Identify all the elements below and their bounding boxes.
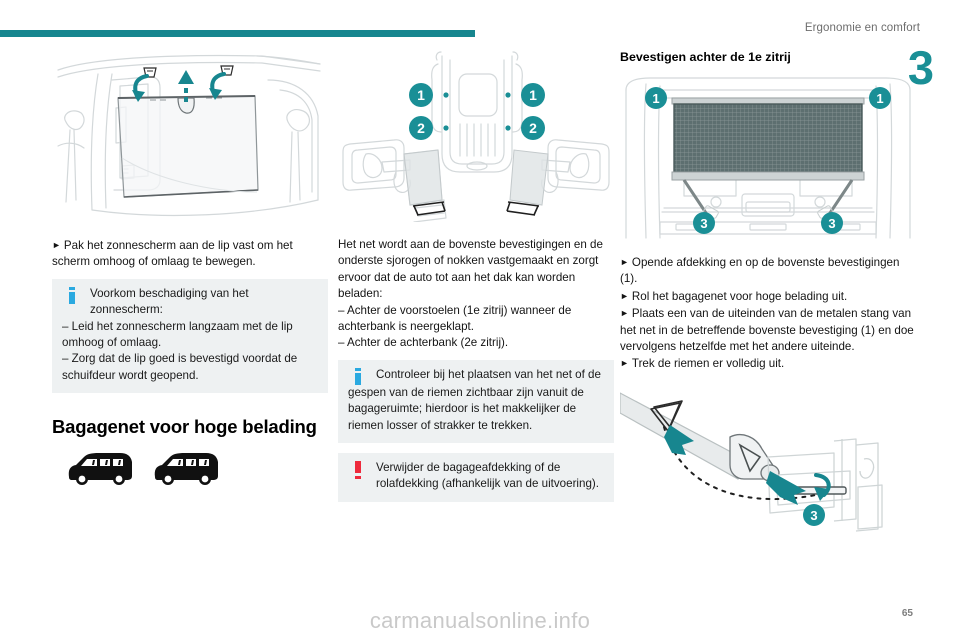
sunblind-window-diagram (52, 50, 328, 227)
callout-badge: 1 1 2 2 (409, 83, 545, 140)
callout-badge: 1 1 3 3 (645, 87, 891, 234)
svg-text:1: 1 (652, 91, 659, 106)
page-number: 65 (901, 608, 913, 619)
page-header-title: Ergonomie en comfort (804, 22, 920, 34)
site-watermark: carmanualsonline.info (369, 608, 591, 633)
bullet-arrow-icon: ► (620, 308, 629, 319)
bullet-arrow-icon: ► (620, 290, 629, 301)
net-usage-item-2: – Achter de achterbank (2e zitrij). (338, 336, 509, 350)
svg-text:3: 3 (700, 216, 707, 231)
info-callout-title: Controleer bij het plaatsen van het net … (376, 367, 601, 381)
section-title-bagagenet: Bagagenet voor hoge belading (52, 416, 317, 438)
column-right: Bevestigen achter de 1e zitrij (619, 50, 916, 544)
svg-text:1: 1 (529, 87, 537, 103)
svg-text:1: 1 (876, 91, 883, 106)
net-attachment-points-diagram: 1 1 2 2 (338, 50, 614, 227)
right-instruction-2: ►Rol het bagagenet voor hoge belading ui… (620, 289, 848, 303)
svg-text:3: 3 (810, 508, 817, 523)
info-callout-sunblind: Voorkom beschadiging van het zonnescherm… (52, 278, 328, 394)
svg-text:2: 2 (529, 120, 537, 136)
info-callout-straps: Controleer bij het plaatsen van het net … (338, 359, 614, 444)
right-instruction-4: ►Trek de riemen er volledig uit. (620, 357, 785, 371)
header-rule (0, 30, 475, 37)
info-callout-title: Voorkom beschadiging van het zonnescherm… (90, 286, 249, 317)
van-silhouette-icon (68, 453, 132, 486)
warning-icon (352, 460, 370, 480)
info-icon (66, 286, 84, 304)
vehicle-variant-icons (66, 452, 328, 486)
right-instruction-3: ►Plaats een van de uiteinden van de meta… (620, 307, 914, 354)
svg-text:3: 3 (828, 216, 835, 231)
column-middle: 1 1 2 2 Het net wordt aan de bovenste be… (338, 50, 614, 502)
bullet-arrow-icon: ► (620, 358, 629, 369)
subsection-title-bevestigen: Bevestigen achter de 1e zitrij (620, 50, 791, 64)
net-description-paragraph: Het net wordt aan de bovenste bevestigin… (338, 238, 603, 301)
warning-callout-body: Verwijder de bagageafdekking of de rolaf… (376, 461, 599, 491)
cargo-net-behind-first-row-diagram: 1 1 3 3 (620, 76, 916, 246)
sunblind-instruction: ►Pak het zonnescherm aan de lip vast om … (52, 239, 293, 269)
svg-text:2: 2 (417, 120, 425, 136)
column-left: ►Pak het zonnescherm aan de lip vast om … (52, 50, 328, 486)
strap-buckle-anchor-detail: 3 (619, 379, 916, 544)
svg-text:1: 1 (417, 87, 425, 103)
right-instruction-1: ►Opende afdekking en op de bovenste beve… (620, 256, 900, 286)
warning-callout-remove-cover: Verwijder de bagageafdekking of de rolaf… (338, 453, 614, 502)
info-callout-body: gespen van de riemen zichtbaar zijn vanu… (348, 385, 584, 432)
bullet-arrow-icon: ► (52, 240, 61, 250)
chapter-number: 3 (907, 41, 934, 94)
info-callout-line-1: – Leid het zonnescherm langzaam met de l… (62, 319, 293, 350)
net-usage-item-1: – Achter de voorstoelen (1e zitrij) wann… (338, 303, 572, 334)
van-silhouette-icon (154, 453, 218, 486)
bullet-arrow-icon: ► (620, 257, 629, 267)
callout-badge: 3 (803, 503, 825, 526)
info-icon (352, 367, 370, 385)
info-callout-line-2: – Zorg dat de lip goed is bevestigd voor… (62, 352, 298, 382)
